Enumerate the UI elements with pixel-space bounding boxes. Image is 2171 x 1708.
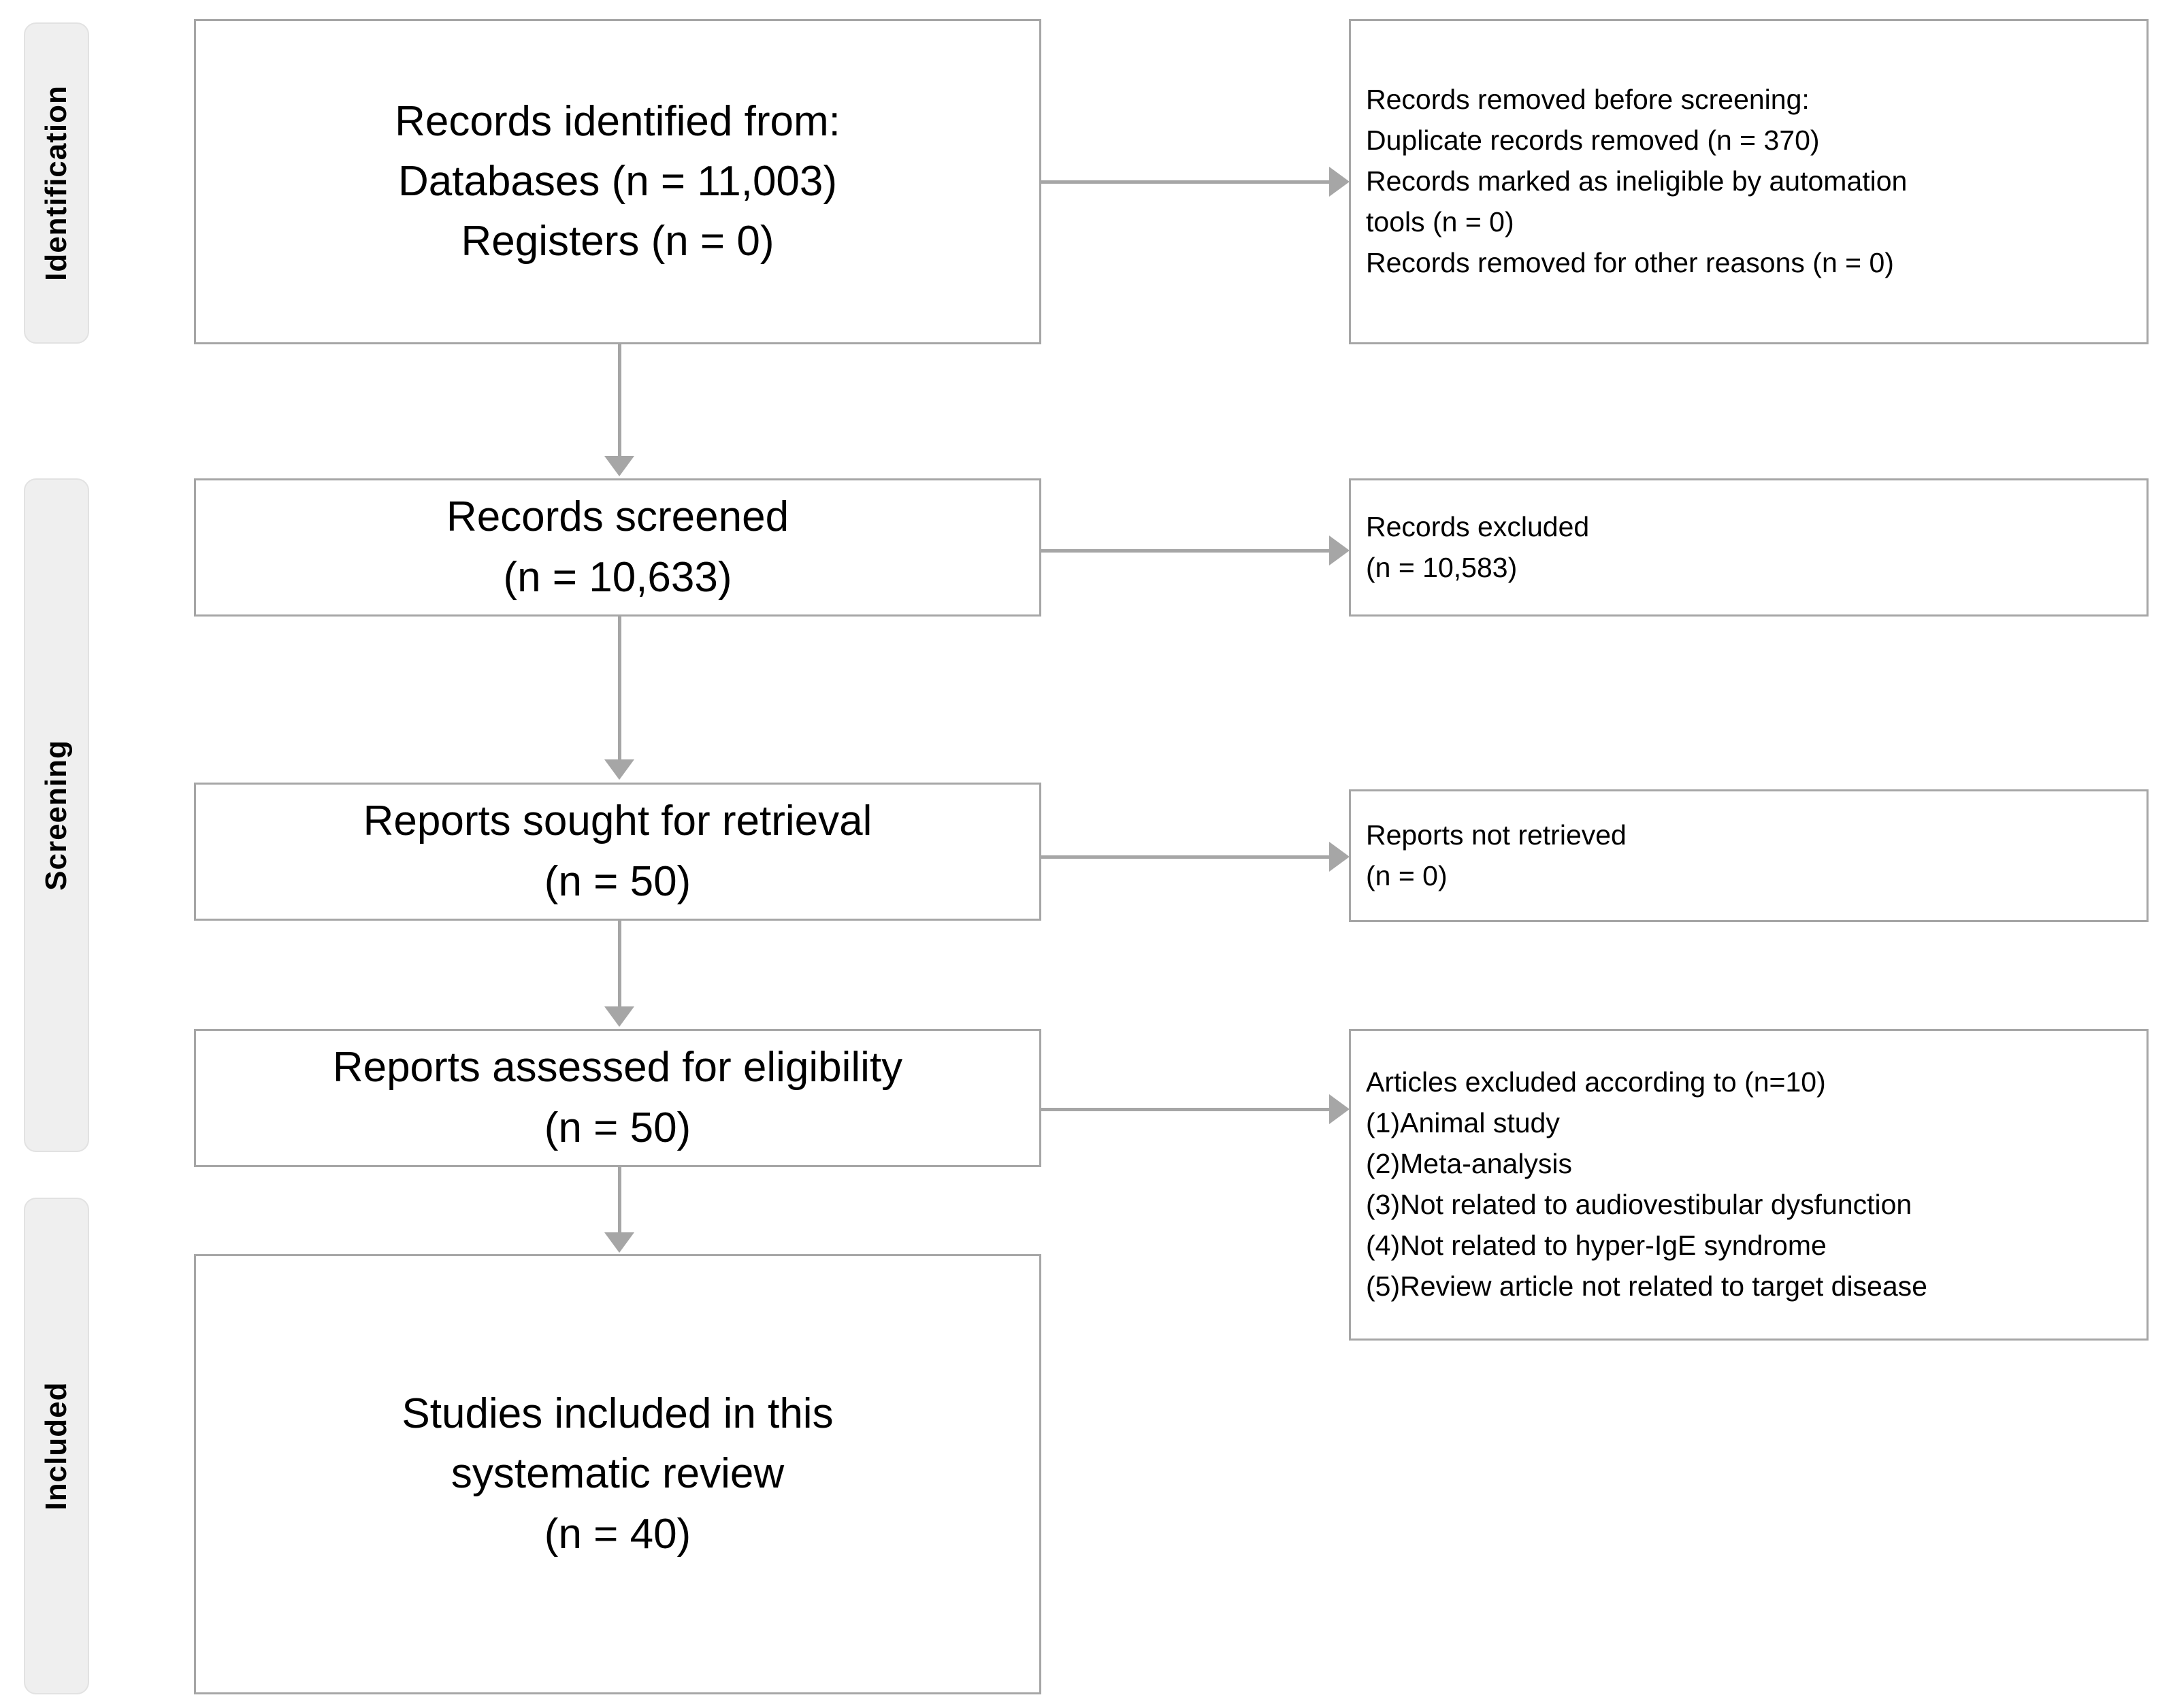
box-studies-included: Studies included in this systematic revi… xyxy=(194,1254,1041,1694)
articles-excluded-line-1: Articles excluded according to (n=10) xyxy=(1366,1066,1826,1098)
arrow-identified-to-screened-icon xyxy=(604,456,634,476)
studies-included-line-1: Studies included in this xyxy=(402,1390,834,1438)
stage-label-identification: Identification xyxy=(39,85,73,281)
box-reports-sought: Reports sought for retrieval (n = 50) xyxy=(194,783,1041,921)
reports-sought-line-2: (n = 50) xyxy=(544,857,691,905)
connector-identified-to-removed xyxy=(1041,180,1331,184)
records-excluded-line-2: (n = 10,583) xyxy=(1366,551,1518,583)
connector-assessed-to-articles-excluded xyxy=(1041,1108,1331,1111)
stage-label-included: Included xyxy=(39,1381,73,1511)
studies-included-line-2: systematic review xyxy=(451,1450,785,1498)
reports-not-retrieved-line-1: Reports not retrieved xyxy=(1366,819,1627,851)
records-excluded-line-1: Records excluded xyxy=(1366,510,1590,542)
records-removed-line-4: tools (n = 0) xyxy=(1366,206,1514,237)
arrow-identified-to-removed-icon xyxy=(1329,167,1350,197)
reports-assessed-line-1: Reports assessed for eligibility xyxy=(332,1044,903,1091)
connector-assessed-to-included xyxy=(618,1167,621,1234)
arrow-assessed-to-included-icon xyxy=(604,1232,634,1253)
arrow-screened-to-excluded-icon xyxy=(1329,536,1350,565)
records-identified-line-1: Records identified from: xyxy=(395,97,840,145)
records-identified-line-2: Databases (n = 11,003) xyxy=(397,157,838,205)
arrow-screened-to-sought-icon xyxy=(604,759,634,780)
records-removed-line-3: Records marked as ineligible by automati… xyxy=(1366,165,1908,197)
records-removed-line-2: Duplicate records removed (n = 370) xyxy=(1366,125,1820,157)
box-records-screened: Records screened (n = 10,633) xyxy=(194,478,1041,617)
reports-sought-line-1: Reports sought for retrieval xyxy=(363,798,872,845)
stage-tab-identification: Identification xyxy=(24,22,89,344)
connector-sought-to-not-retrieved xyxy=(1041,855,1331,859)
stage-tab-screening: Screening xyxy=(24,478,89,1152)
articles-excluded-line-5: (4)Not related to hyper-IgE syndrome xyxy=(1366,1229,1827,1261)
box-reports-assessed: Reports assessed for eligibility (n = 50… xyxy=(194,1029,1041,1167)
records-removed-line-1: Records removed before screening: xyxy=(1366,84,1810,116)
connector-identified-to-screened xyxy=(618,344,621,457)
articles-excluded-line-2: (1)Animal study xyxy=(1366,1107,1560,1139)
stage-label-screening: Screening xyxy=(39,740,73,891)
articles-excluded-line-6: (5)Review article not related to target … xyxy=(1366,1270,1927,1302)
reports-not-retrieved-line-2: (n = 0) xyxy=(1366,859,1448,891)
arrow-sought-to-assessed-icon xyxy=(604,1006,634,1027)
records-screened-line-1: Records screened xyxy=(446,493,789,541)
box-records-identified: Records identified from: Databases (n = … xyxy=(194,19,1041,344)
studies-included-line-3: (n = 40) xyxy=(544,1510,691,1558)
records-screened-line-2: (n = 10,633) xyxy=(503,553,732,601)
articles-excluded-line-4: (3)Not related to audiovestibular dysfun… xyxy=(1366,1189,1912,1220)
connector-sought-to-assessed xyxy=(618,921,621,1008)
box-records-excluded: Records excluded (n = 10,583) xyxy=(1349,478,2149,617)
arrow-assessed-to-articles-excluded-icon xyxy=(1329,1094,1350,1124)
box-articles-excluded: Articles excluded according to (n=10) (1… xyxy=(1349,1029,2149,1341)
box-reports-not-retrieved: Reports not retrieved (n = 0) xyxy=(1349,789,2149,922)
stage-tab-included: Included xyxy=(24,1198,89,1694)
records-removed-line-5: Records removed for other reasons (n = 0… xyxy=(1366,246,1894,278)
records-identified-line-3: Registers (n = 0) xyxy=(461,218,774,265)
box-records-removed: Records removed before screening: Duplic… xyxy=(1349,19,2149,344)
connector-screened-to-sought xyxy=(618,617,621,761)
articles-excluded-line-3: (2)Meta-analysis xyxy=(1366,1148,1573,1180)
reports-assessed-line-2: (n = 50) xyxy=(544,1104,691,1151)
arrow-sought-to-not-retrieved-icon xyxy=(1329,842,1350,872)
connector-screened-to-excluded xyxy=(1041,549,1331,553)
